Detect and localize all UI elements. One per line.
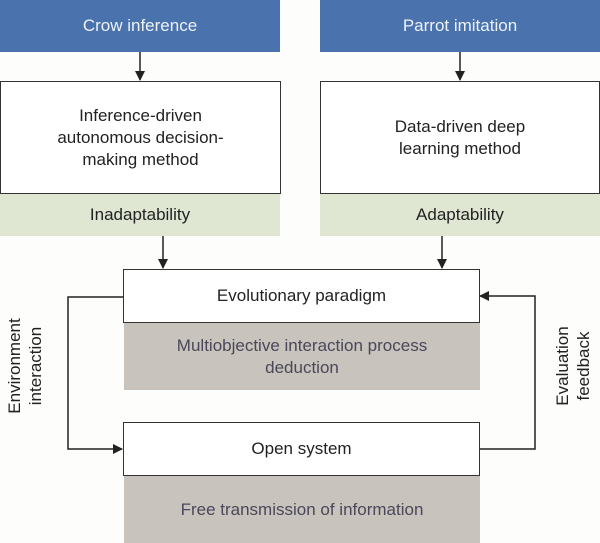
arrow-evaluation-feedback bbox=[479, 291, 536, 450]
adaptability-box: Adaptability bbox=[320, 194, 600, 236]
inference-method-box: Inference-driven autonomous decision-mak… bbox=[0, 81, 281, 194]
crow-inference-header: Crow inference bbox=[0, 0, 280, 52]
inadaptability-box: Inadaptability bbox=[0, 194, 280, 236]
evolutionary-paradigm-label: Evolutionary paradigm bbox=[216, 286, 387, 305]
evaluation-feedback-line1: Evaluation bbox=[553, 326, 572, 406]
adaptability-label: Adaptability bbox=[416, 205, 504, 224]
environment-interaction-line1: Environment bbox=[5, 318, 24, 414]
inference-method-label: Inference-driven autonomous decision-mak… bbox=[57, 105, 224, 169]
multiobjective-label: Multiobjective interaction process deduc… bbox=[176, 335, 428, 377]
open-system-label: Open system bbox=[251, 439, 352, 458]
multiobjective-box: Multiobjective interaction process deduc… bbox=[124, 323, 480, 390]
evaluation-feedback-label: Evaluation feedback bbox=[552, 306, 594, 426]
arrow-environment-interaction bbox=[67, 296, 123, 454]
evaluation-feedback-line2: feedback bbox=[574, 331, 593, 401]
evolutionary-paradigm-box: Evolutionary paradigm bbox=[123, 269, 480, 323]
free-transmission-label: Free transmission of information bbox=[180, 499, 424, 519]
environment-interaction-line2: interaction bbox=[26, 326, 45, 406]
crow-inference-label: Crow inference bbox=[82, 16, 198, 35]
data-driven-method-label: Data-driven deep learning method bbox=[394, 116, 526, 158]
data-driven-method-box: Data-driven deep learning method bbox=[320, 81, 600, 194]
environment-interaction-label: Environment interaction bbox=[4, 306, 46, 426]
inadaptability-label: Inadaptability bbox=[89, 205, 191, 224]
open-system-box: Open system bbox=[123, 422, 480, 476]
parrot-imitation-header: Parrot imitation bbox=[320, 0, 600, 52]
free-transmission-box: Free transmission of information bbox=[124, 476, 480, 543]
parrot-imitation-label: Parrot imitation bbox=[402, 16, 518, 35]
